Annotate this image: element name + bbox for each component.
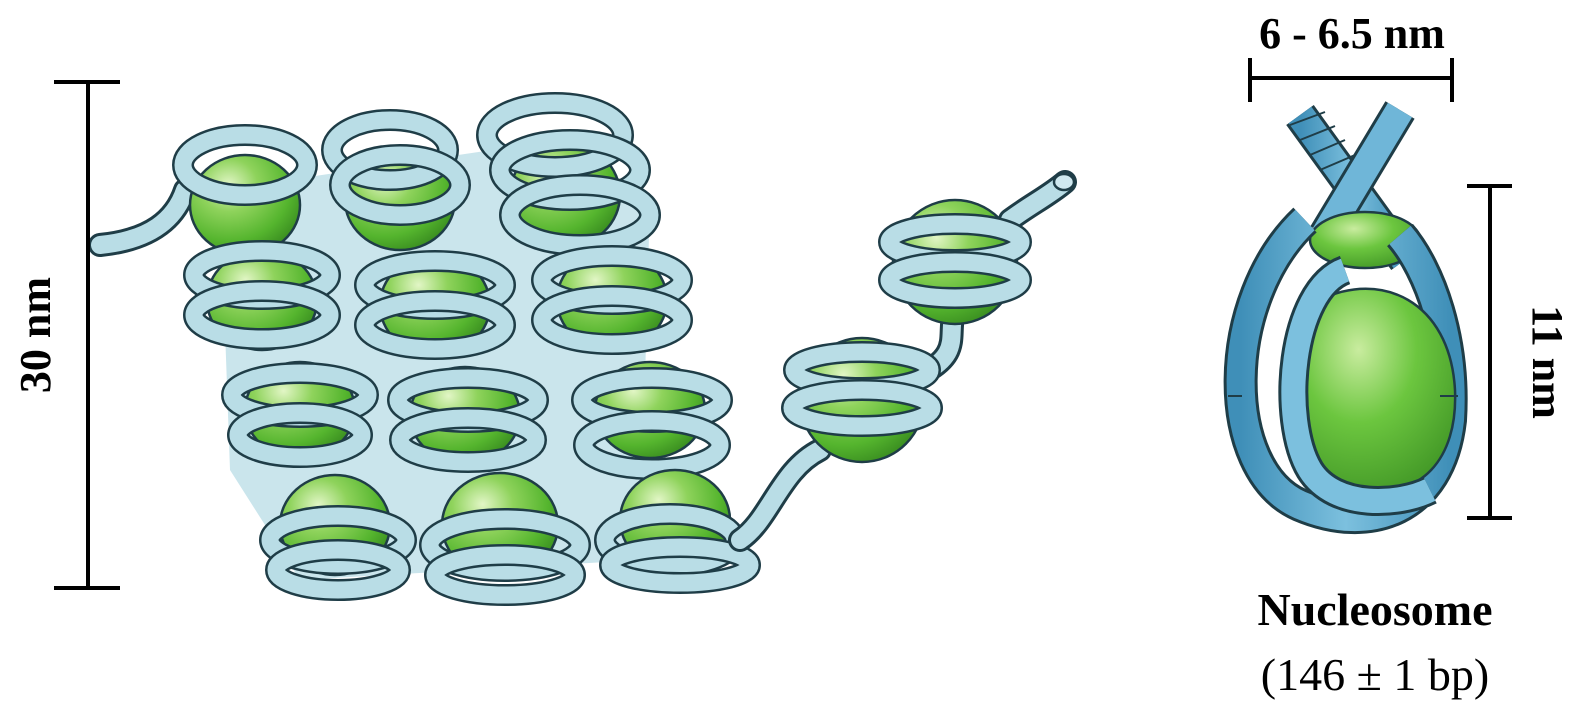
extended-nucleosome	[889, 200, 1021, 324]
nucleosome-height-label: 11 nm	[1523, 305, 1572, 419]
fiber-nucleosome	[582, 362, 722, 469]
fiber-nucleosome	[398, 367, 538, 463]
fiber-scale-label: 30 nm	[11, 277, 60, 393]
fiber-nucleosome	[542, 250, 682, 350]
fiber-nucleosome	[232, 362, 368, 458]
fiber-nucleosome	[365, 255, 505, 355]
nucleosome-height-scale-bar	[1467, 186, 1512, 518]
nucleosome-width-label: 6 - 6.5 nm	[1259, 9, 1445, 58]
nucleosome-title: Nucleosome	[1257, 584, 1492, 635]
dna-end	[1054, 174, 1074, 190]
chromatin-fiber	[100, 103, 1074, 595]
fiber-nucleosome	[194, 250, 330, 350]
fiber-nucleosome	[183, 135, 307, 255]
fiber-scale-bar	[54, 82, 120, 588]
nucleosome-width-scale-bar	[1250, 58, 1452, 102]
single-nucleosome	[1228, 110, 1458, 517]
nucleosome-subtitle: (146 ± 1 bp)	[1261, 649, 1489, 700]
